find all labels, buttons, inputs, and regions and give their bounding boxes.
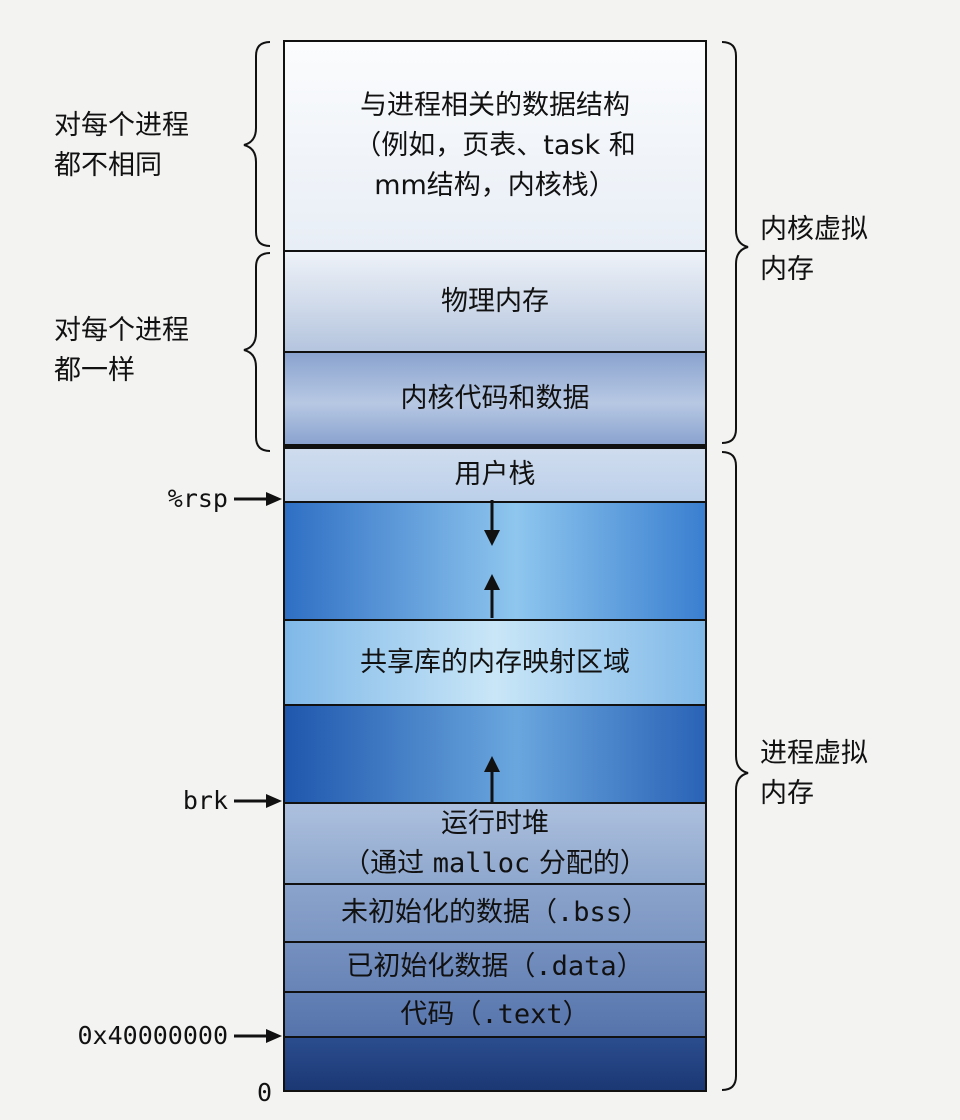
kernel-structs-line-1: 与进程相关的数据结构 [360,90,630,121]
same-line-2: 都一样 [54,355,135,386]
left-brace-same [243,252,271,452]
kernel-code-data-segment: 内核代码和数据 [285,353,705,449]
kernel-structs-line-2: （例如，页表、task 和 [354,130,636,161]
text-code: .text [481,998,563,1030]
virtual-memory-column: 与进程相关的数据结构 （例如，页表、task 和 mm结构，内核栈） 物理内存 … [283,40,707,1092]
kernel-vm-line-2: 内存 [760,254,814,285]
label-process-virtual-memory: 进程虚拟 内存 [760,734,868,814]
right-brace-process [721,451,749,1091]
physical-memory-segment: 物理内存 [285,252,705,353]
brk-label: brk [182,786,228,815]
heap-sub-prefix: （通过 [343,847,433,879]
label-different-per-process: 对每个进程 都不相同 [54,106,189,186]
shared-libraries-label: 共享库的内存映射区域 [360,646,630,678]
bss-segment: 未初始化的数据（.bss） [285,885,705,943]
heap-sub-suffix: 分配的） [530,847,647,879]
runtime-heap-segment: 运行时堆 （通过 malloc 分配的） [285,804,705,885]
text-prefix: 代码（ [400,998,482,1030]
user-stack-segment: 用户栈 [285,449,705,503]
runtime-heap-sublabel: （通过 malloc 分配的） [343,844,647,884]
stack-heap-gap-upper [285,503,705,621]
bss-suffix: ） [622,897,650,928]
bss-code: .bss [556,897,623,928]
different-line-1: 对每个进程 [54,110,189,141]
same-line-1: 对每个进程 [54,315,189,346]
zero-address-label: 0 [256,1078,272,1107]
physical-memory-label: 物理内存 [441,285,549,317]
malloc-code: malloc [432,847,531,879]
data-segment: 已初始化数据（.data） [285,943,705,993]
kernel-code-data-label: 内核代码和数据 [400,382,590,414]
text-start-address-label: 0x40000000 [77,1021,228,1050]
rsp-label: %rsp [167,484,228,513]
stack-heap-gap-lower [285,706,705,804]
data-suffix: ） [616,951,644,982]
kernel-vm-line-1: 内核虚拟 [760,214,868,245]
label-same-per-process: 对每个进程 都一样 [54,311,189,391]
different-line-2: 都不相同 [54,150,162,181]
process-vm-line-1: 进程虚拟 [760,738,868,769]
data-label: 已初始化数据（.data） [346,947,643,987]
data-code: .data [535,951,617,982]
kernel-process-structures-segment: 与进程相关的数据结构 （例如，页表、task 和 mm结构，内核栈） [285,42,705,252]
bss-prefix: 未初始化的数据（ [340,897,557,928]
left-brace-different [243,41,271,247]
data-prefix: 已初始化数据（ [346,951,536,982]
text-suffix: ） [562,998,590,1030]
bss-label: 未初始化的数据（.bss） [341,893,649,933]
process-vm-line-2: 内存 [760,778,814,809]
shared-libraries-segment: 共享库的内存映射区域 [285,621,705,706]
right-brace-kernel [721,41,749,444]
unmapped-low-region [285,1038,705,1090]
runtime-heap-label: 运行时堆 [441,807,549,839]
kernel-structs-line-3: mm结构，内核栈） [374,170,616,201]
user-stack-label: 用户栈 [454,459,536,490]
text-segment: 代码（.text） [285,993,705,1038]
label-kernel-virtual-memory: 内核虚拟 内存 [760,210,868,290]
text-label: 代码（.text） [400,995,589,1035]
